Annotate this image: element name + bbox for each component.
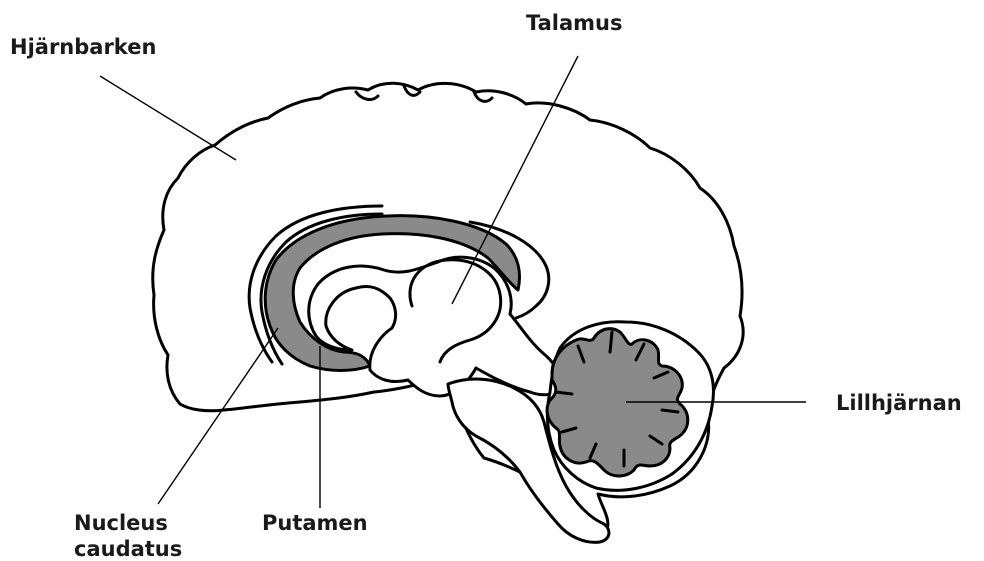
cerebellum-label: Lillhjärnan xyxy=(836,391,962,415)
cortex-label: Hjärnbarken xyxy=(10,35,156,59)
caudate-label-line2: caudatus xyxy=(74,537,182,561)
thalamus-label: Talamus xyxy=(526,11,623,35)
putamen-label: Putamen xyxy=(262,511,368,535)
caudate-label-line1: Nucleus xyxy=(74,511,168,535)
cortex-leader-line xyxy=(100,76,236,160)
